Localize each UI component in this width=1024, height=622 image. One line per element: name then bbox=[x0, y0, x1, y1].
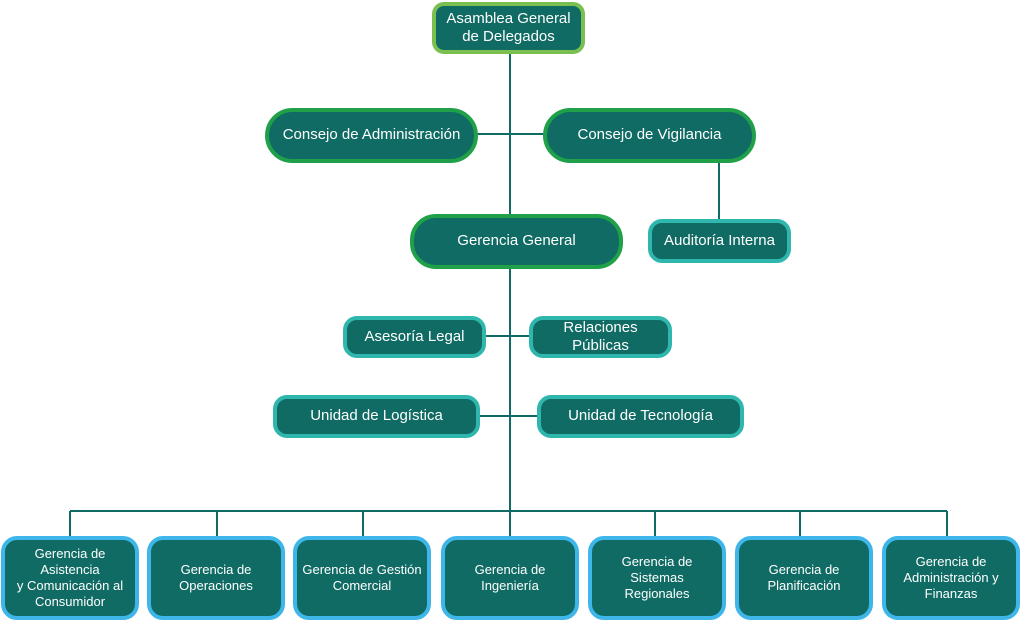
department-box: Gerencia de Administración y Finanzas bbox=[882, 536, 1020, 620]
department-box: Gerencia de Sistemas Regionales bbox=[588, 536, 726, 620]
unidad-tecnologia-box: Unidad de Tecnología bbox=[537, 395, 744, 438]
consejo-vigilancia-box: Consejo de Vigilancia bbox=[543, 108, 756, 163]
department-box: Gerencia de Asistencia y Comunicación al… bbox=[1, 536, 139, 620]
department-box: Gerencia de Gestión Comercial bbox=[293, 536, 431, 620]
asamblea-general-box: Asamblea General de Delegados bbox=[432, 2, 585, 54]
department-box: Gerencia de Ingeniería bbox=[441, 536, 579, 620]
auditoria-interna-box: Auditoría Interna bbox=[648, 219, 791, 263]
department-box: Gerencia de Planificación bbox=[735, 536, 873, 620]
consejo-administracion-box: Consejo de Administración bbox=[265, 108, 478, 163]
unidad-logistica-box: Unidad de Logística bbox=[273, 395, 480, 438]
relaciones-publicas-box: Relaciones Públicas bbox=[529, 316, 672, 358]
asesoria-legal-box: Asesoría Legal bbox=[343, 316, 486, 358]
gerencia-general-box: Gerencia General bbox=[410, 214, 623, 269]
department-box: Gerencia de Operaciones bbox=[147, 536, 285, 620]
